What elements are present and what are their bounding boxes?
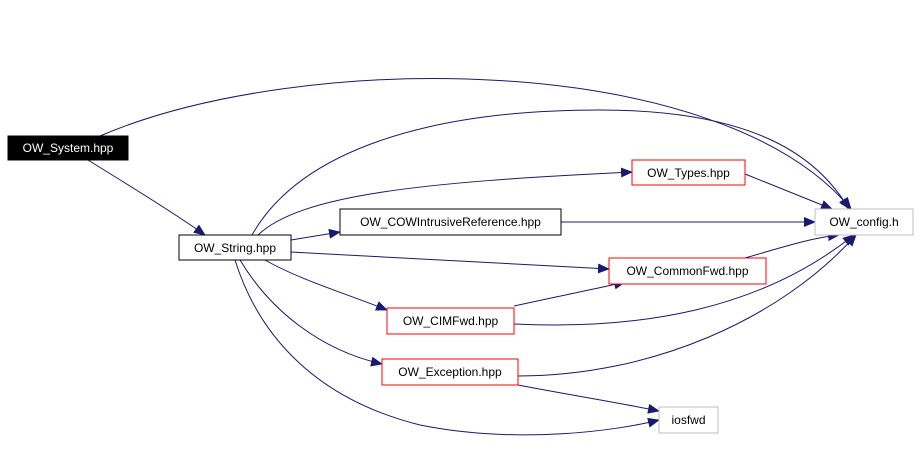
node-box [631,159,746,186]
node-box [658,406,719,434]
edge-system-to-string [87,159,206,236]
node-label: OW_CommonFwd.hpp [626,264,748,278]
node-box [339,208,562,236]
node-label: OW_Types.hpp [647,166,730,180]
edge-string-to-commonfwd [290,251,610,274]
node-ow-cimfwd-hpp[interactable]: OW_CIMFwd.hpp [386,307,515,335]
node-ow-config-h[interactable]: OW_config.h [814,208,914,236]
edge-exception-to-iosfwd [517,384,660,414]
node-label: OW_Exception.hpp [398,365,502,379]
edge-cimfwd-to-config [513,234,855,326]
edge-commonfwd-to-config [744,231,840,259]
node-box [381,358,519,386]
edge-system-to-config [99,78,852,210]
node-box [608,257,767,285]
edge-string-to-exception [239,259,383,367]
node-ow-types-hpp[interactable]: OW_Types.hpp [631,159,746,186]
node-label: OW_CIMFwd.hpp [403,314,499,328]
edge-string-to-config [251,109,850,236]
edge-string-to-types [257,167,633,236]
node-ow-exception-hpp[interactable]: OW_Exception.hpp [381,358,519,386]
node-box [814,208,914,236]
edges [87,78,857,436]
node-label: OW_String.hpp [194,241,276,255]
node-ow-string-hpp[interactable]: OW_String.hpp [178,234,292,261]
edge-string-to-cowref [290,228,341,241]
edge-string-to-cimfwd [264,259,388,311]
node-label: iosfwd [671,413,705,427]
node-label: OW_COWIntrusiveReference.hpp [360,215,541,229]
edge-exception-to-config [517,234,857,377]
node-label: OW_config.h [829,215,898,229]
node-box [7,135,129,161]
edge-string-to-iosfwd [234,259,660,436]
node-ow-commonfwd-hpp[interactable]: OW_CommonFwd.hpp [608,257,767,285]
node-label: OW_System.hpp [23,141,114,155]
node-iosfwd[interactable]: iosfwd [658,406,719,434]
nodes: OW_System.hpp OW_String.hpp OW_COWIntrus… [7,135,914,434]
edge-types-to-config [744,173,833,210]
node-box [386,307,515,335]
node-box [178,234,292,261]
node-ow-system-hpp[interactable]: OW_System.hpp [7,135,129,161]
edge-cimfwd-to-commonfwd [513,279,626,307]
node-ow-cowintrusivereference-hpp[interactable]: OW_COWIntrusiveReference.hpp [339,208,562,236]
